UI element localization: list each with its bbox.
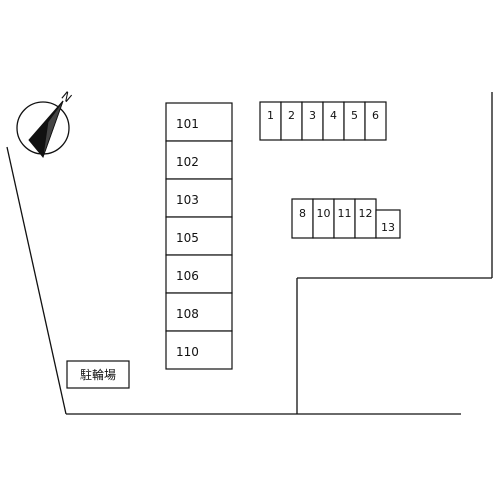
parking-space-label: 4 (330, 109, 337, 122)
parking-space: 1 (259, 101, 282, 141)
parking-space: 10 (312, 198, 335, 239)
parking-space-label: 13 (381, 221, 395, 234)
parking-space-label: 2 (288, 109, 295, 122)
parking-row-top: 1 2 3 4 5 6 (259, 101, 387, 141)
unit-block: 101 102 103 105 106 108 110 (165, 102, 233, 370)
parking-space-13: 13 (375, 209, 401, 239)
compass-north-arrow-icon (28, 100, 64, 158)
unit: 106 (165, 254, 233, 294)
parking-space-label: 10 (317, 207, 331, 220)
unit-label: 110 (176, 345, 199, 359)
unit: 105 (165, 216, 233, 256)
unit-label: 102 (176, 155, 199, 169)
parking-space: 5 (343, 101, 366, 141)
unit-label: 101 (176, 117, 199, 131)
bicycle-parking-label: 駐輪場 (80, 367, 116, 382)
unit-label: 108 (176, 307, 199, 321)
boundary-left (6, 146, 67, 415)
parking-row-middle: 8 10 11 12 13 (291, 198, 401, 239)
unit-label: 103 (176, 193, 199, 207)
unit: 108 (165, 292, 233, 332)
parking-space: 12 (354, 198, 377, 239)
parking-space-label: 1 (267, 109, 274, 122)
parking-space-label: 12 (359, 207, 373, 220)
parking-space: 4 (322, 101, 345, 141)
parking-space-label: 6 (372, 109, 379, 122)
parking-space-label: 5 (351, 109, 358, 122)
parking-space-label: 11 (338, 207, 352, 220)
parking-space-label: 3 (309, 109, 316, 122)
bicycle-parking: 駐輪場 (66, 360, 130, 389)
parking-space: 11 (333, 198, 356, 239)
parking-space: 3 (301, 101, 324, 141)
parking-space: 8 (291, 198, 314, 239)
unit: 103 (165, 178, 233, 218)
unit: 101 (165, 102, 233, 142)
parking-space-label: 8 (299, 207, 306, 220)
site-boundary (6, 92, 493, 415)
unit: 110 (165, 330, 233, 370)
unit-label: 106 (176, 269, 199, 283)
unit-label: 105 (176, 231, 199, 245)
unit: 102 (165, 140, 233, 180)
parking-space: 2 (280, 101, 303, 141)
compass: N (16, 89, 75, 158)
parking-space: 6 (364, 101, 387, 141)
